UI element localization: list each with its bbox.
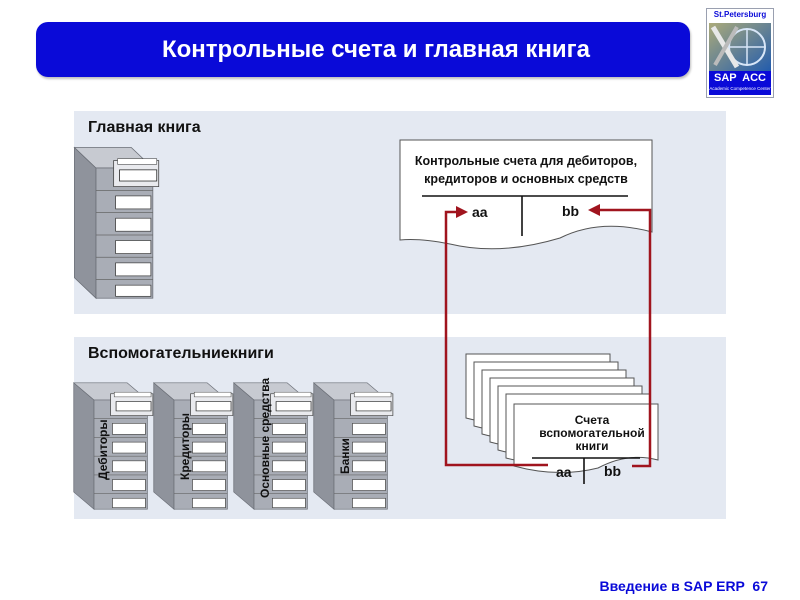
subledger-documents-stack xyxy=(465,353,659,484)
cabinet-label-debtors: Дебиторы xyxy=(96,419,110,480)
logo-graphic-icon xyxy=(709,23,771,95)
cabinet-creditors xyxy=(153,382,234,510)
subledger-accounts-line1: Счета xyxy=(574,413,610,427)
sap-acc-logo: St.Petersburg SAP ACC Academic Competenc… xyxy=(706,8,774,98)
posting-arrows xyxy=(444,204,652,468)
footer-text: Введение в SAP ERP 67 xyxy=(599,578,768,594)
general-ledger-cabinet xyxy=(74,147,160,299)
subledger-accounts-line2: вспомогательной xyxy=(539,426,645,440)
control-accounts-title-line2: кредиторов и основных средств xyxy=(424,172,628,186)
cabinet-label-fixed-assets: Основные средства xyxy=(258,377,272,498)
subledgers-label: Вспомогательниекниги xyxy=(88,345,274,362)
title-bar xyxy=(36,22,690,77)
cabinet-debtors xyxy=(73,382,154,510)
logo-sub-text: Academic Competence Center xyxy=(709,86,771,91)
subledger-accounts-line3: книги xyxy=(575,439,609,453)
cabinet-fixed-assets xyxy=(233,382,314,510)
control-t-left: aa xyxy=(472,204,488,220)
page-title: Контрольные счета и главная книга xyxy=(161,36,591,63)
logo-top-text: St.Petersburg xyxy=(713,10,767,19)
control-accounts-title-line1: Контрольные счета для дебиторов, xyxy=(414,154,638,168)
general-ledger-label: Главная книга xyxy=(88,119,201,136)
cabinet-label-banks: Банки xyxy=(338,438,352,474)
control-t-right: bb xyxy=(562,203,580,219)
subledger-t-right: bb xyxy=(604,463,622,479)
logo-brand-text: SAP ACC xyxy=(714,72,766,84)
cabinet-label-creditors: Кредиторы xyxy=(178,413,192,480)
cabinet-banks xyxy=(313,382,394,510)
subledger-t-left: aa xyxy=(556,464,572,480)
control-accounts-document xyxy=(399,139,653,250)
